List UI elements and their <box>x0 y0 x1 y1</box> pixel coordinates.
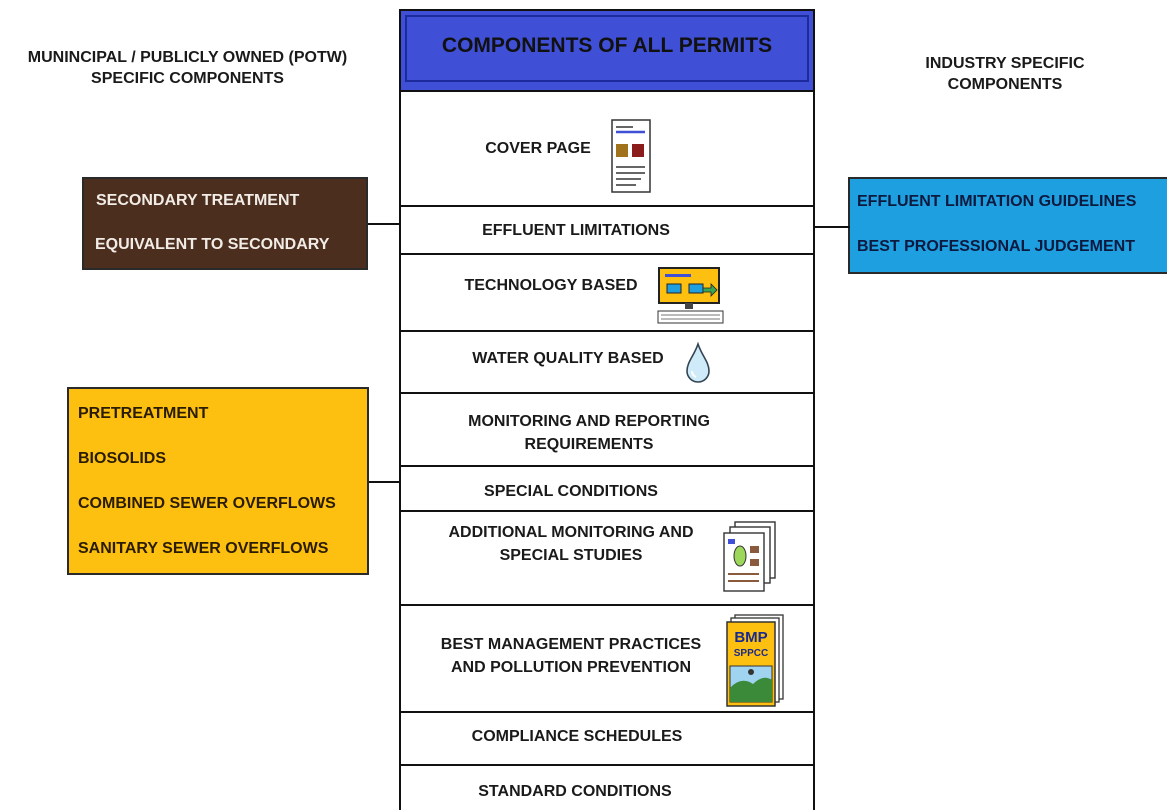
column-header: COMPONENTS OF ALL PERMITS <box>401 11 813 92</box>
potw-treatment-box: SECONDARY TREATMENT EQUIVALENT TO SECOND… <box>82 177 368 270</box>
industry-components-heading: INDUSTRY SPECIFIC COMPONENTS <box>850 53 1160 95</box>
heading-line: SPECIFIC COMPONENTS <box>91 70 284 87</box>
label-line: REQUIREMENTS <box>524 436 654 453</box>
connector-line <box>815 226 850 228</box>
header-inner-border <box>405 15 809 82</box>
box-item: BEST PROFESSIONAL JUDGEMENT <box>857 238 1135 255</box>
row-monitoring-reporting: MONITORING AND REPORTING REQUIREMENTS <box>401 392 813 465</box>
heading-line: INDUSTRY SPECIFIC <box>925 55 1085 72</box>
row-best-management-practices: BEST MANAGEMENT PRACTICES AND POLLUTION … <box>401 604 813 711</box>
potw-components-heading: MUNINCIPAL / PUBLICLY OWNED (POTW) SPECI… <box>5 47 370 89</box>
box-item: EQUIVALENT TO SECONDARY <box>95 236 330 253</box>
reports-stack-icon <box>723 521 776 592</box>
box-item: PRETREATMENT <box>78 405 209 422</box>
row-label: WATER QUALITY BASED <box>472 350 664 367</box>
bmp-subtitle: SPPCC <box>734 648 768 659</box>
heading-line: COMPONENTS <box>947 76 1063 93</box>
connector-line <box>368 223 401 225</box>
column-title: COMPONENTS OF ALL PERMITS <box>441 33 773 57</box>
label-line: MONITORING AND REPORTING <box>468 413 710 430</box>
box-item: EFFLUENT LIMITATION GUIDELINES <box>857 193 1137 210</box>
row-technology-based: TECHNOLOGY BASED <box>401 253 813 330</box>
row-label: EFFLUENT LIMITATIONS <box>482 222 670 239</box>
row-water-quality-based: WATER QUALITY BASED <box>401 330 813 392</box>
row-label: TECHNOLOGY BASED <box>464 277 638 294</box>
bmp-title: BMP <box>734 629 767 646</box>
connector-line <box>369 481 401 483</box>
row-label: STANDARD CONDITIONS <box>478 783 672 800</box>
label-line: SPECIAL STUDIES <box>499 547 643 564</box>
row-special-conditions: SPECIAL CONDITIONS <box>401 465 813 510</box>
document-icon <box>611 119 651 193</box>
potw-programs-box: PRETREATMENT BIOSOLIDS COMBINED SEWER OV… <box>67 387 369 575</box>
box-item: SECONDARY TREATMENT <box>96 192 300 209</box>
row-label: COVER PAGE <box>485 140 591 157</box>
water-drop-icon <box>686 342 710 383</box>
box-item: SANITARY SEWER OVERFLOWS <box>78 540 329 557</box>
row-standard-conditions: STANDARD CONDITIONS <box>401 764 813 812</box>
row-cover-page: COVER PAGE <box>401 90 813 205</box>
permit-components-column: COMPONENTS OF ALL PERMITS COVER PAGE EFF… <box>399 9 815 810</box>
computer-icon <box>657 267 724 324</box>
box-item: BIOSOLIDS <box>78 450 167 467</box>
heading-line: MUNINCIPAL / PUBLICLY OWNED (POTW) <box>27 49 348 66</box>
label-line: ADDITIONAL MONITORING AND <box>448 524 694 541</box>
label-line: AND POLLUTION PREVENTION <box>450 659 691 676</box>
row-compliance-schedules: COMPLIANCE SCHEDULES <box>401 711 813 764</box>
row-label: ADDITIONAL MONITORING AND SPECIAL STUDIE… <box>401 521 741 567</box>
row-label: MONITORING AND REPORTING REQUIREMENTS <box>401 410 777 456</box>
label-line: BEST MANAGEMENT PRACTICES <box>440 636 702 653</box>
bmp-plan-icon: BMP SPPCC <box>726 614 784 707</box>
row-additional-monitoring: ADDITIONAL MONITORING AND SPECIAL STUDIE… <box>401 510 813 604</box>
row-label: COMPLIANCE SCHEDULES <box>471 728 683 745</box>
row-label: SPECIAL CONDITIONS <box>484 483 658 500</box>
row-label: BEST MANAGEMENT PRACTICES AND POLLUTION … <box>411 633 731 679</box>
industry-components-box: EFFLUENT LIMITATION GUIDELINES BEST PROF… <box>848 177 1167 274</box>
box-item: COMBINED SEWER OVERFLOWS <box>78 495 336 512</box>
row-effluent-limitations: EFFLUENT LIMITATIONS <box>401 205 813 253</box>
